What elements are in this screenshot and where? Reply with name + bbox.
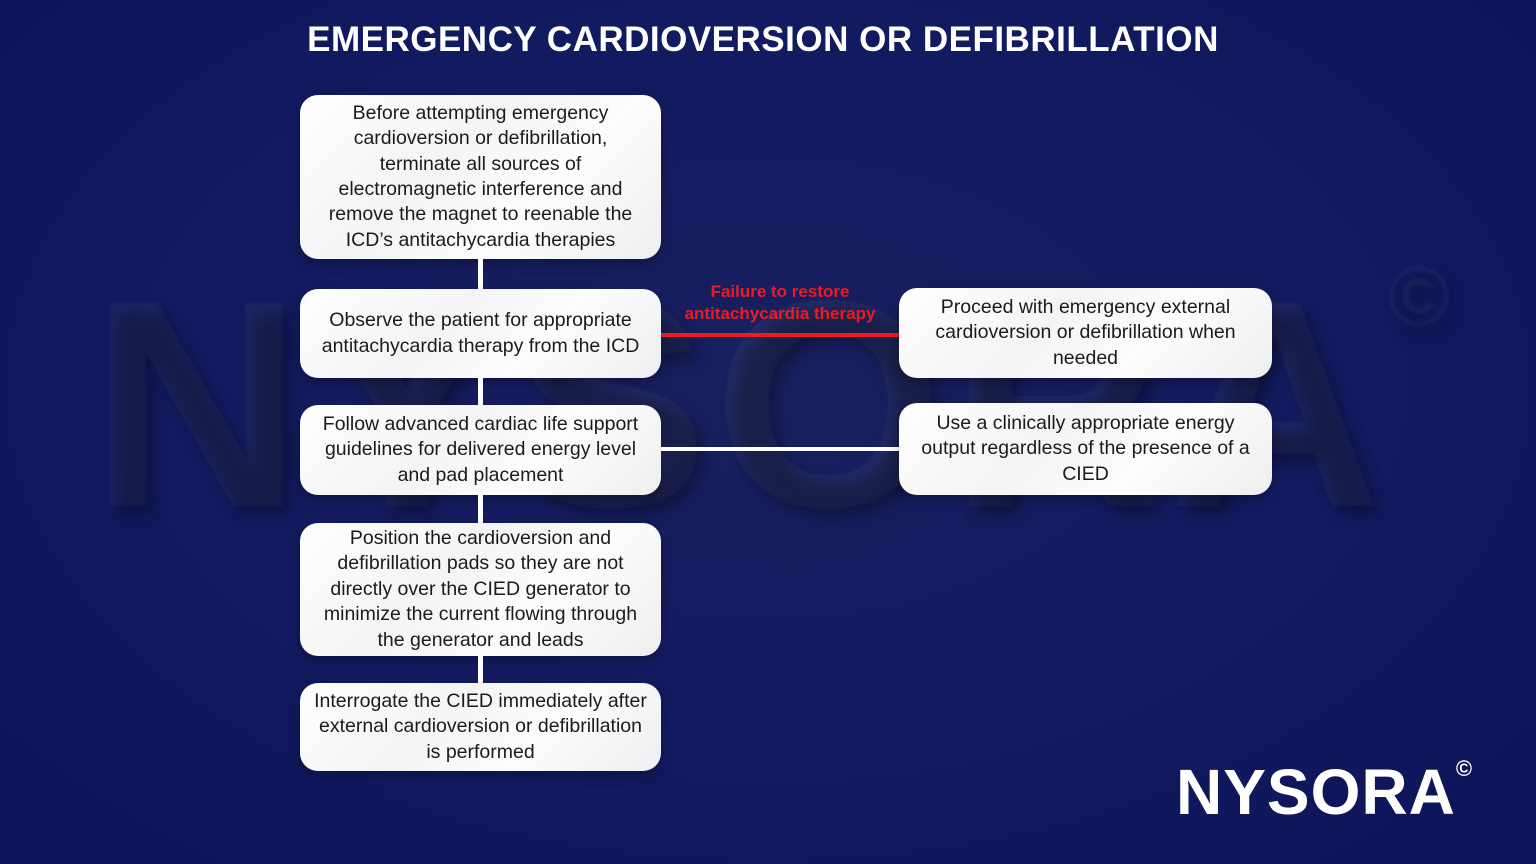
side-box-text: Proceed with emergency external cardiove… [935, 295, 1236, 369]
flow-step-text: Observe the patient for appropriate anti… [321, 309, 640, 357]
flow-step-text: Before attempting emergency cardioversio… [328, 101, 633, 251]
nysora-logo: NYSORA© [1176, 756, 1473, 825]
connector-step2-step3 [478, 375, 483, 408]
copyright-icon: © [1455, 756, 1473, 781]
flow-step-text: Position the cardioversion and defibrill… [323, 527, 638, 651]
connector-branch-red-line [661, 333, 900, 337]
connector-step4-step5 [478, 653, 483, 686]
side-box-energy-output: Use a clinically appropriate energy outp… [899, 403, 1272, 495]
page-title: EMERGENCY CARDIOVERSION OR DEFIBRILLATIO… [307, 20, 1219, 59]
connector-step1-step2 [478, 256, 483, 292]
flow-step-interrogate-cied: Interrogate the CIED immediately after e… [300, 683, 661, 771]
flow-step-acls-guidelines: Follow advanced cardiac life support gui… [300, 405, 661, 495]
flow-step-text: Follow advanced cardiac life support gui… [322, 412, 639, 486]
flow-step-position-pads: Position the cardioversion and defibrill… [300, 523, 661, 656]
connector-step3-step4 [478, 492, 483, 526]
connector-note-white-line [661, 447, 900, 451]
flow-step-observe-patient: Observe the patient for appropriate anti… [300, 289, 661, 378]
branch-label-failure: Failure to restore antitachycardia thera… [684, 282, 876, 323]
side-box-text: Use a clinically appropriate energy outp… [921, 411, 1250, 485]
flow-step-terminate-emi: Before attempting emergency cardioversio… [300, 95, 661, 259]
flow-step-text: Interrogate the CIED immediately after e… [314, 689, 647, 763]
copyright-icon: © [1387, 250, 1451, 345]
side-box-proceed-external: Proceed with emergency external cardiove… [899, 288, 1272, 378]
nysora-logo-text: NYSORA [1176, 756, 1456, 828]
